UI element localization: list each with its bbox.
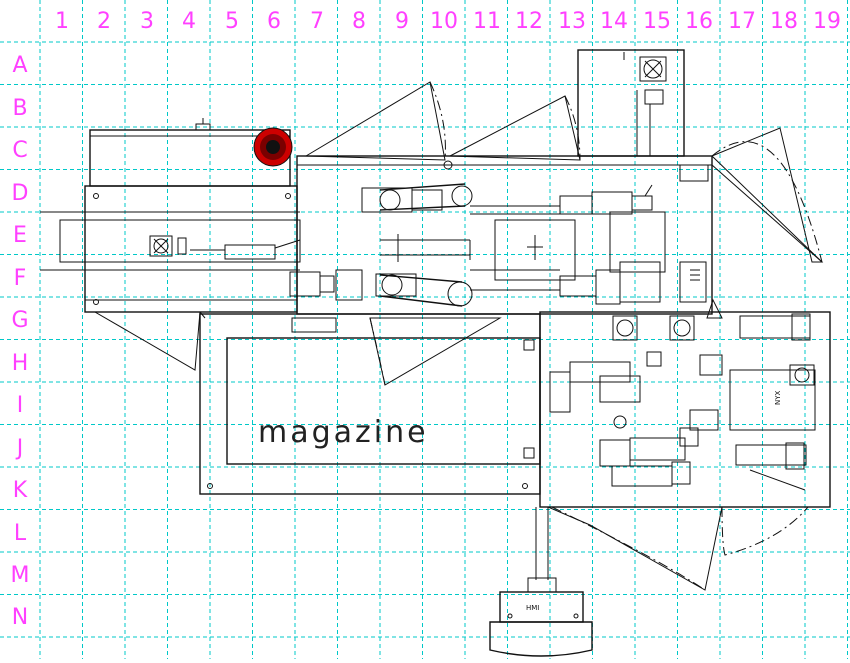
machine-drawing: NYX magazine — [40, 49, 831, 657]
column-label: 19 — [813, 9, 841, 34]
row-label: J — [15, 436, 24, 461]
column-label: 4 — [182, 9, 196, 34]
column-label: 12 — [515, 9, 543, 34]
fan-icon — [149, 235, 187, 257]
magazine-area — [199, 313, 541, 495]
hmi-label: HMI — [526, 604, 539, 612]
hmi-panel — [499, 591, 584, 623]
row-label: H — [12, 351, 29, 376]
row-label: L — [14, 521, 27, 546]
motor-icon — [612, 315, 695, 341]
magazine-label: magazine — [258, 415, 429, 450]
column-label: 11 — [473, 9, 501, 34]
column-label: 2 — [97, 9, 111, 34]
row-label: C — [12, 138, 27, 163]
row-label: F — [14, 266, 27, 291]
column-label: 14 — [600, 9, 628, 34]
row-label: D — [12, 181, 29, 206]
row-label: K — [13, 478, 28, 503]
row-labels: A B C D E F G H I J K L M N — [11, 53, 30, 630]
column-label: 6 — [267, 9, 281, 34]
row-label: E — [13, 223, 27, 248]
row-label: A — [12, 53, 27, 78]
column-label: 3 — [140, 9, 154, 34]
column-label: 16 — [685, 9, 713, 34]
column-label: 15 — [643, 9, 671, 34]
column-label: 18 — [770, 9, 798, 34]
row-label: G — [11, 308, 28, 333]
column-label: 5 — [225, 9, 239, 34]
lower-belt-drive — [289, 261, 661, 307]
right-module-frame — [539, 311, 831, 508]
column-label: 8 — [352, 9, 366, 34]
row-label: I — [17, 393, 24, 418]
upper-right-cabinet — [577, 49, 685, 157]
column-labels: 1 2 3 4 5 6 7 8 9 10 11 12 13 14 15 16 1… — [55, 9, 841, 34]
column-label: 13 — [558, 9, 586, 34]
column-label: 9 — [395, 9, 409, 34]
row-label: B — [12, 96, 27, 121]
infeed-conveyor-frame — [84, 185, 298, 313]
fan-icon — [639, 56, 667, 82]
column-label: 10 — [430, 9, 458, 34]
nyx-label: NYX — [774, 390, 782, 405]
column-label: 7 — [310, 9, 324, 34]
column-label: 17 — [728, 9, 756, 34]
upper-belt-drive — [361, 183, 653, 215]
infeed-belt — [59, 219, 301, 263]
row-label: N — [12, 605, 28, 630]
emergency-stop-icon — [253, 127, 293, 167]
row-label: M — [11, 563, 30, 588]
column-label: 1 — [55, 9, 69, 34]
